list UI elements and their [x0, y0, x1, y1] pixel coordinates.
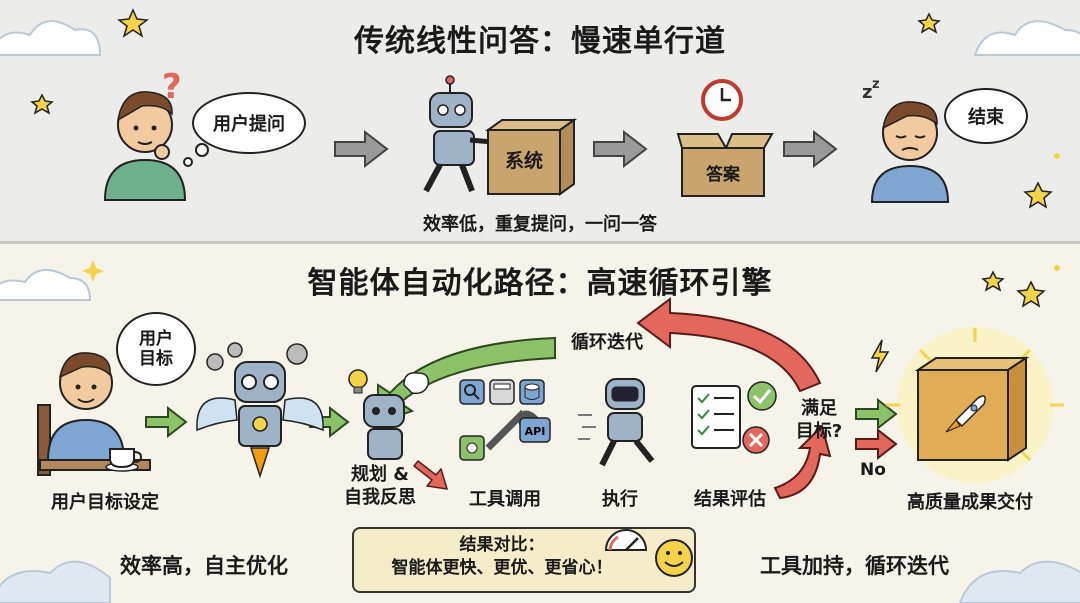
gauge-icon	[604, 529, 648, 551]
tired-user-figure: z z	[862, 77, 950, 203]
agent-title: 智能体自动化路径：高速循环引擎	[307, 266, 773, 301]
loop-iterate-label: 循环迭代	[571, 332, 643, 353]
user-question-bubble: 用户提问	[192, 92, 306, 154]
clock-icon	[701, 79, 743, 121]
x-mark-icon	[742, 426, 770, 454]
coffee-cup-icon	[105, 448, 143, 472]
gear-icon	[459, 435, 485, 461]
tool-call-label: 工具调用	[469, 489, 541, 510]
deliver-label: 高质量成果交付	[907, 492, 1033, 513]
gray-arrow	[593, 129, 648, 169]
end-bubble: 结束	[944, 88, 1028, 144]
goal-user-figure	[37, 352, 151, 476]
green-arrow	[855, 397, 898, 431]
loop-arrow-right	[636, 297, 822, 393]
checkmark-icon	[747, 381, 777, 411]
svg-text:z: z	[872, 77, 880, 92]
traditional-caption: 效率低，重复提问，一问一答	[423, 214, 657, 235]
star-icon	[917, 12, 941, 34]
rocket-icon	[945, 395, 986, 433]
plan-reflect-label: 规划 & 自我反思	[330, 464, 430, 509]
cloud-icon	[973, 20, 1080, 56]
agent-flow-arrows	[145, 297, 898, 500]
gray-arrow	[334, 129, 389, 169]
system-box-label: 系统	[504, 150, 543, 172]
end-text: 结束	[968, 107, 1004, 128]
lightbulb-icon	[348, 369, 368, 394]
execute-label: 执行	[602, 489, 638, 510]
search-icon	[459, 379, 485, 405]
plan-reflect-line1: 规划 &	[351, 464, 409, 485]
decision-label: 满足 目标?	[784, 398, 854, 443]
star-icon	[1023, 181, 1053, 209]
cloud-icon	[0, 20, 102, 56]
checklist-icon	[691, 385, 741, 449]
bubble-tail	[183, 143, 209, 167]
goal-bubble-line1: 用户	[139, 328, 173, 349]
thinking-user-figure: ?	[103, 67, 187, 201]
no-label: No	[860, 460, 886, 480]
winged-robot-figure	[196, 342, 324, 479]
agent-right-caption: 工具加持，循环迭代	[760, 554, 949, 578]
system-box	[484, 118, 578, 196]
plan-to-tools-arrow	[412, 459, 449, 490]
decision-line2: 目标?	[795, 420, 843, 442]
summary-line2: 智能体更快、更优、更省心！	[391, 557, 613, 578]
answer-box-label: 答案	[706, 165, 740, 185]
smiley-icon	[655, 539, 693, 577]
red-arrow	[855, 427, 898, 461]
cloud-icon	[958, 560, 1080, 603]
question-mark-icon: ?	[162, 67, 182, 107]
api-tile	[519, 417, 551, 443]
star-icon	[82, 260, 104, 282]
plan-reflect-line2: 自我反思	[344, 486, 416, 508]
goal-bubble-line2: 目标	[139, 349, 173, 369]
summary-line1: 结果对比：	[459, 535, 545, 555]
star-icon	[30, 93, 54, 115]
star-icon	[1016, 280, 1046, 308]
agent-left-caption: 效率高，自主优化	[120, 554, 288, 578]
database-icon	[519, 379, 545, 405]
green-arrow	[145, 405, 188, 439]
evaluation-figure	[691, 381, 777, 454]
evaluate-to-decision-arrow	[773, 424, 832, 500]
calculator-icon	[489, 379, 515, 405]
star-icon	[117, 8, 149, 38]
lightning-icon	[870, 339, 890, 373]
answer-box	[676, 133, 774, 197]
panel-divider	[0, 241, 1080, 244]
star-icon	[981, 270, 1005, 292]
goal-setting-label: 用户目标设定	[51, 492, 159, 513]
api-text: API	[525, 425, 546, 438]
executing-robot-figure	[578, 378, 655, 467]
delivery-box-figure	[870, 327, 1064, 483]
traditional-title: 传统线性问答：慢速单行道	[354, 24, 726, 59]
goal-bubble: 用户 目标	[116, 312, 196, 386]
planning-robot-figure	[348, 369, 430, 460]
zzz-icon: z	[862, 82, 872, 103]
traditional-arrows	[334, 129, 838, 169]
tools-icons: API	[459, 379, 551, 461]
summary-text: 结果对比： 智能体更快、更优、更省心！	[372, 534, 632, 580]
gray-arrow	[783, 129, 838, 169]
summary-icons	[604, 529, 693, 577]
gear-icon	[206, 342, 308, 371]
evaluate-label: 结果评估	[694, 489, 766, 510]
user-question-text: 用户提问	[213, 114, 285, 135]
decision-line1: 满足	[801, 398, 837, 419]
cloud-icon	[0, 560, 111, 603]
cloud-icon	[0, 269, 92, 301]
